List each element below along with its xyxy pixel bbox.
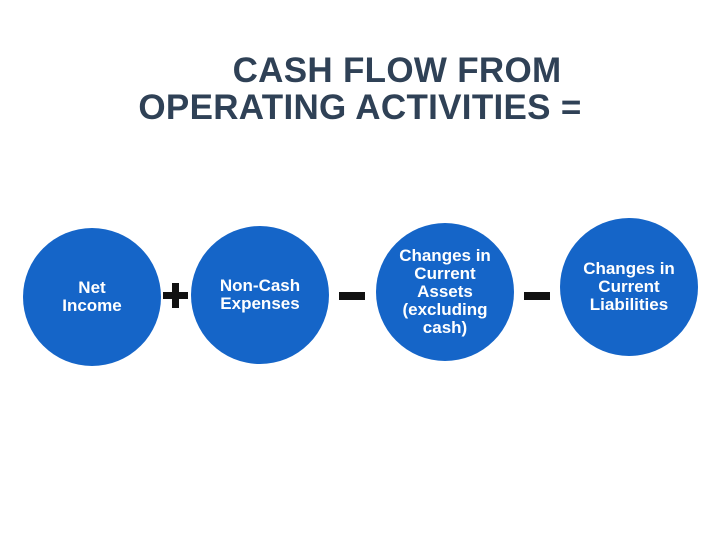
net-income-label: Net Income [62, 278, 122, 315]
non-cash-expenses-label: Non-Cash Expenses [219, 276, 301, 313]
changes-current-assets-label: Changes in Current Assets (excluding cas… [399, 246, 491, 337]
minus-operator-2 [524, 292, 550, 300]
title-line-1: CASH FLOW FROM [232, 51, 562, 90]
changes-current-assets-circle: Changes in Current Assets (excluding cas… [376, 223, 514, 361]
changes-current-liabilities-circle: Changes in Current Liabilities [560, 218, 698, 356]
minus-operator-1 [339, 292, 365, 300]
plus-operator-vertical [172, 283, 179, 308]
title-line-2: OPERATING ACTIVITIES = [138, 88, 582, 127]
non-cash-expenses-circle: Non-Cash Expenses [191, 226, 329, 364]
changes-current-liabilities-label: Changes in Current Liabilities [583, 259, 675, 314]
net-income-circle: Net Income [23, 228, 161, 366]
page-title: CASH FLOW FROM OPERATING ACTIVITIES = [0, 52, 720, 126]
